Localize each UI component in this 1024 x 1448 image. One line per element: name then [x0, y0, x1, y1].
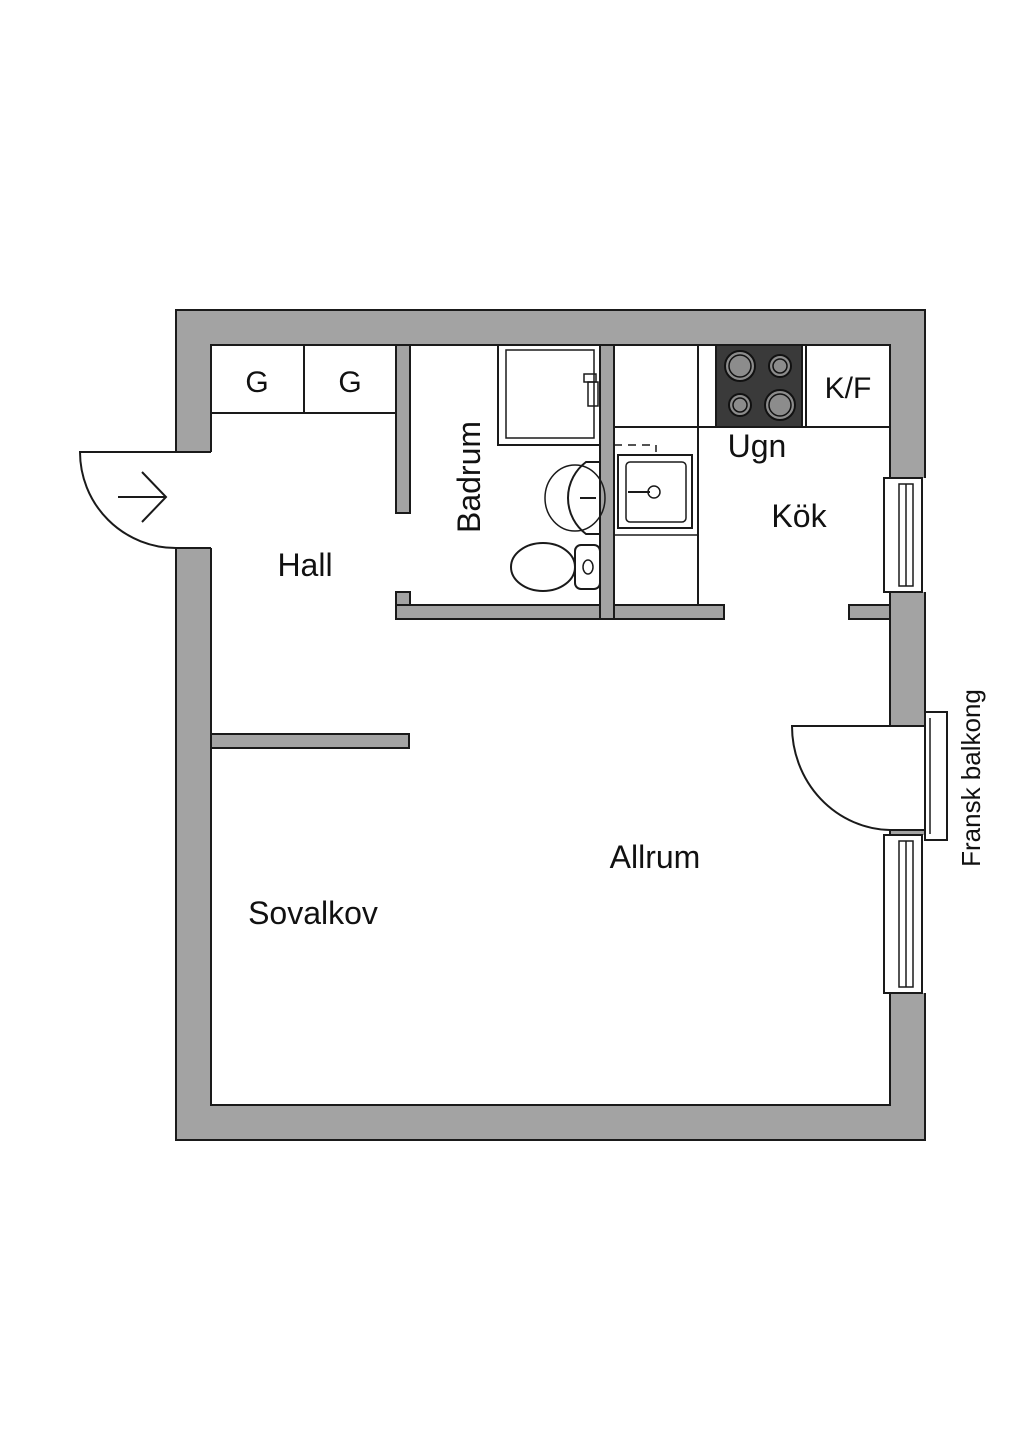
window-kitchen	[880, 477, 926, 593]
label-allrum: Allrum	[610, 839, 701, 875]
label-fransk-balkong: Fransk balkong	[956, 689, 986, 867]
wardrobe-label-1: G	[245, 366, 268, 399]
exterior-walls	[175, 309, 926, 1141]
label-hall: Hall	[277, 547, 332, 583]
label-sovalkov: Sovalkov	[248, 895, 378, 931]
label-kok: Kök	[771, 498, 827, 534]
sink-icon	[544, 461, 606, 535]
kitchen-stub-wall	[848, 604, 891, 620]
wardrobe-label-2: G	[338, 366, 361, 399]
stove-icon	[715, 344, 803, 428]
shower-icon	[497, 344, 601, 446]
toilet-icon	[510, 542, 601, 592]
hall-bath-wall	[395, 344, 411, 514]
window-allrum	[880, 834, 926, 994]
alcove-wall	[210, 733, 410, 749]
label-kf: K/F	[825, 372, 872, 405]
wardrobe-2	[303, 344, 397, 414]
fridge-freezer	[805, 344, 891, 428]
label-ugn: Ugn	[728, 428, 787, 464]
bath-bottom-wall	[395, 604, 725, 620]
arrow-right-icon	[118, 471, 168, 523]
entry-opening	[174, 452, 214, 548]
sink-icon-kitchen	[617, 454, 693, 529]
entry-door-swing[interactable]	[78, 451, 177, 549]
wardrobe-1	[210, 344, 305, 414]
label-badrum: Badrum	[451, 421, 487, 533]
french-balcony-door[interactable]	[790, 711, 948, 841]
